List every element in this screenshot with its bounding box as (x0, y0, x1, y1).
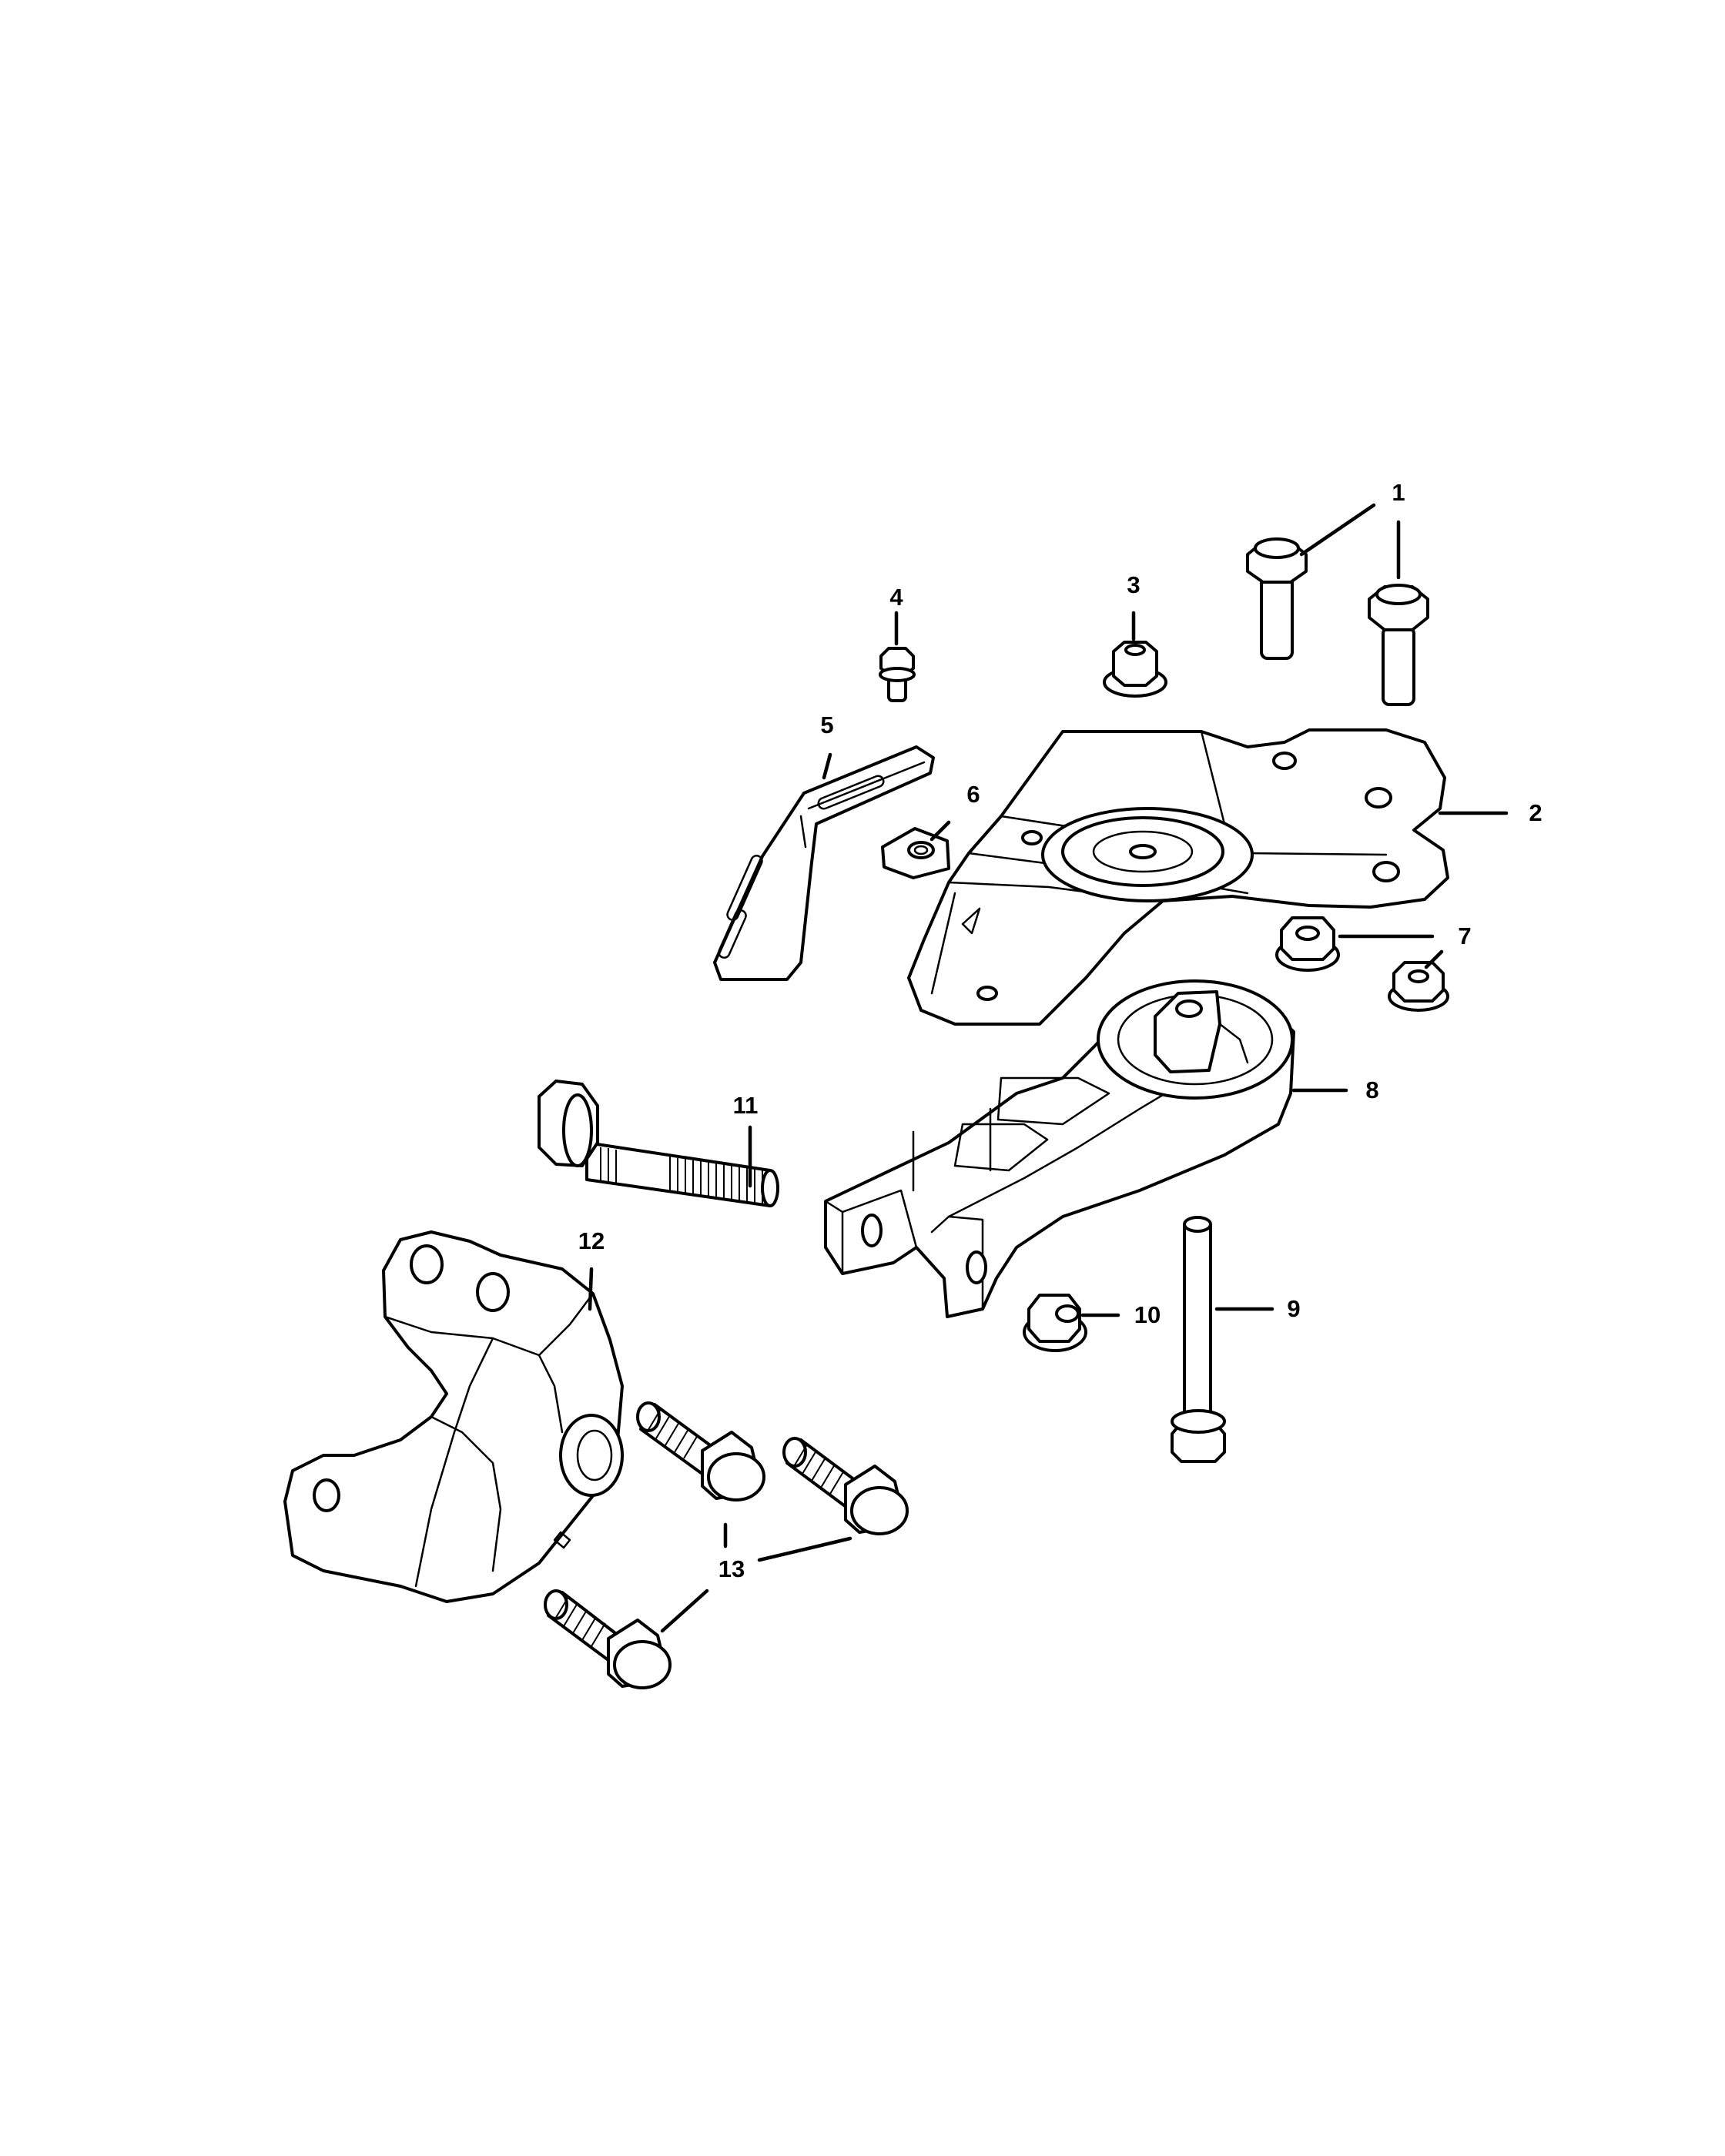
callout-9: 9 (1287, 1295, 1300, 1322)
part-10-flange-nut (1023, 1294, 1087, 1352)
part-11-stud-bolt (538, 1080, 779, 1207)
leader-13-c (660, 1589, 709, 1633)
leader-7-b (1424, 949, 1444, 969)
part-5-bracket (713, 745, 935, 981)
callout-11: 11 (733, 1092, 759, 1119)
part-12-bracket (283, 1230, 624, 1603)
leader-1-a (1299, 503, 1376, 557)
callout-8: 8 (1365, 1076, 1378, 1103)
leader-13-b (757, 1536, 852, 1562)
callout-12: 12 (578, 1227, 605, 1254)
part-4-small-bolt (879, 647, 916, 702)
part-9-long-bolt (1171, 1216, 1226, 1463)
part-7-nut-left (1275, 916, 1340, 972)
leader-6 (929, 820, 951, 842)
part-13-bolt-b (782, 1437, 909, 1535)
callout-3: 3 (1127, 571, 1140, 598)
part-2-mount-plate (907, 728, 1449, 1026)
callout-10: 10 (1134, 1301, 1161, 1328)
part-1-bolt-right (1368, 584, 1429, 706)
part-13-bolt-a (636, 1401, 765, 1502)
callout-1: 1 (1392, 479, 1405, 506)
part-8-torque-strut (824, 979, 1295, 1318)
callout-13: 13 (718, 1555, 745, 1582)
leader-5 (822, 752, 832, 780)
callout-7: 7 (1458, 922, 1471, 949)
part-11-threads (600, 1147, 763, 1206)
part-1-bolt-left (1246, 537, 1308, 660)
part-13-bolt-c (544, 1589, 672, 1689)
part-7-nut-right (1388, 961, 1449, 1012)
leader-12 (588, 1267, 594, 1311)
part-6-clip-nut (881, 827, 950, 879)
callout-labels: 1 2 3 4 5 6 7 8 9 10 11 12 13 (578, 479, 1542, 1582)
leader-lines (588, 503, 1509, 1633)
callout-6: 6 (966, 781, 980, 808)
part-3-flange-nut (1103, 641, 1167, 698)
callout-4: 4 (889, 584, 903, 611)
callout-2: 2 (1529, 799, 1542, 826)
callout-5: 5 (820, 711, 833, 738)
